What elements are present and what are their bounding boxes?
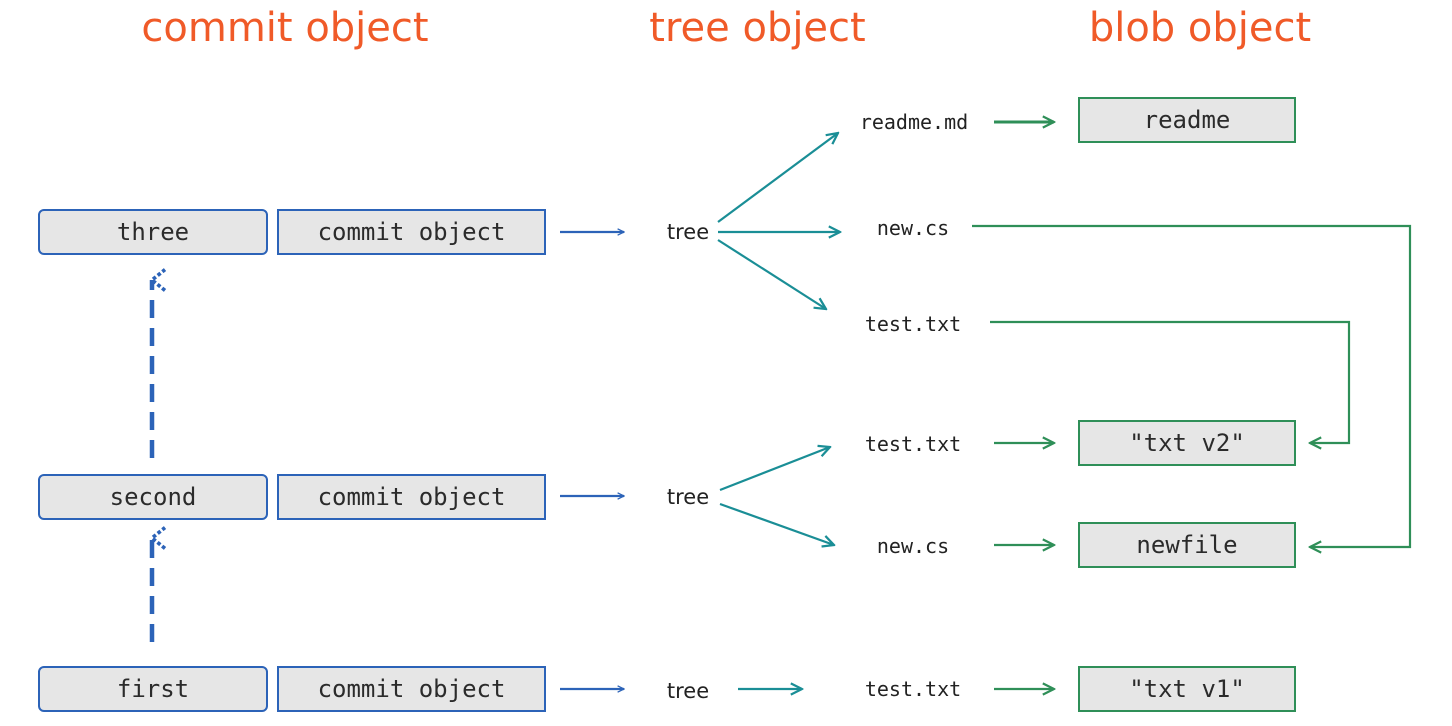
arrow-tree-three-to-readme	[717, 133, 838, 223]
commit-three-box: three	[38, 209, 268, 255]
arrow-tree-second-to-newcs	[719, 502, 834, 545]
commit-three-object-box: commit object	[277, 209, 546, 255]
link-three-newcs-to-newfile	[972, 224, 1412, 547]
entry-second-newcs: new.cs	[876, 534, 950, 558]
tree-first-label: tree	[666, 679, 710, 703]
arrow-tree-second-to-test	[719, 447, 830, 492]
blob-txt-v2-box: "txt v2"	[1078, 420, 1296, 466]
column-title-tree: tree object	[649, 5, 866, 51]
blob-readme-box: readme	[1078, 97, 1296, 143]
commit-first-box: first	[38, 666, 268, 712]
entry-three-newcs: new.cs	[876, 216, 950, 240]
blob-txt-v1-box: "txt v1"	[1078, 666, 1296, 712]
tree-three-label: tree	[666, 220, 710, 244]
commit-second-box: second	[38, 474, 268, 520]
link-three-test-to-txt-v2	[990, 320, 1351, 443]
blob-newfile-box: newfile	[1078, 522, 1296, 568]
entry-second-test: test.txt	[864, 432, 962, 456]
entry-three-readme: readme.md	[859, 110, 969, 134]
arrow-tree-three-to-test	[717, 239, 826, 309]
entry-three-test: test.txt	[864, 312, 962, 336]
commit-second-object-box: commit object	[277, 474, 546, 520]
tree-second-label: tree	[666, 485, 710, 509]
commit-first-object-box: commit object	[277, 666, 546, 712]
column-title-blob: blob object	[1088, 5, 1312, 51]
column-title-commit: commit object	[141, 5, 429, 51]
entry-first-test: test.txt	[864, 677, 962, 701]
